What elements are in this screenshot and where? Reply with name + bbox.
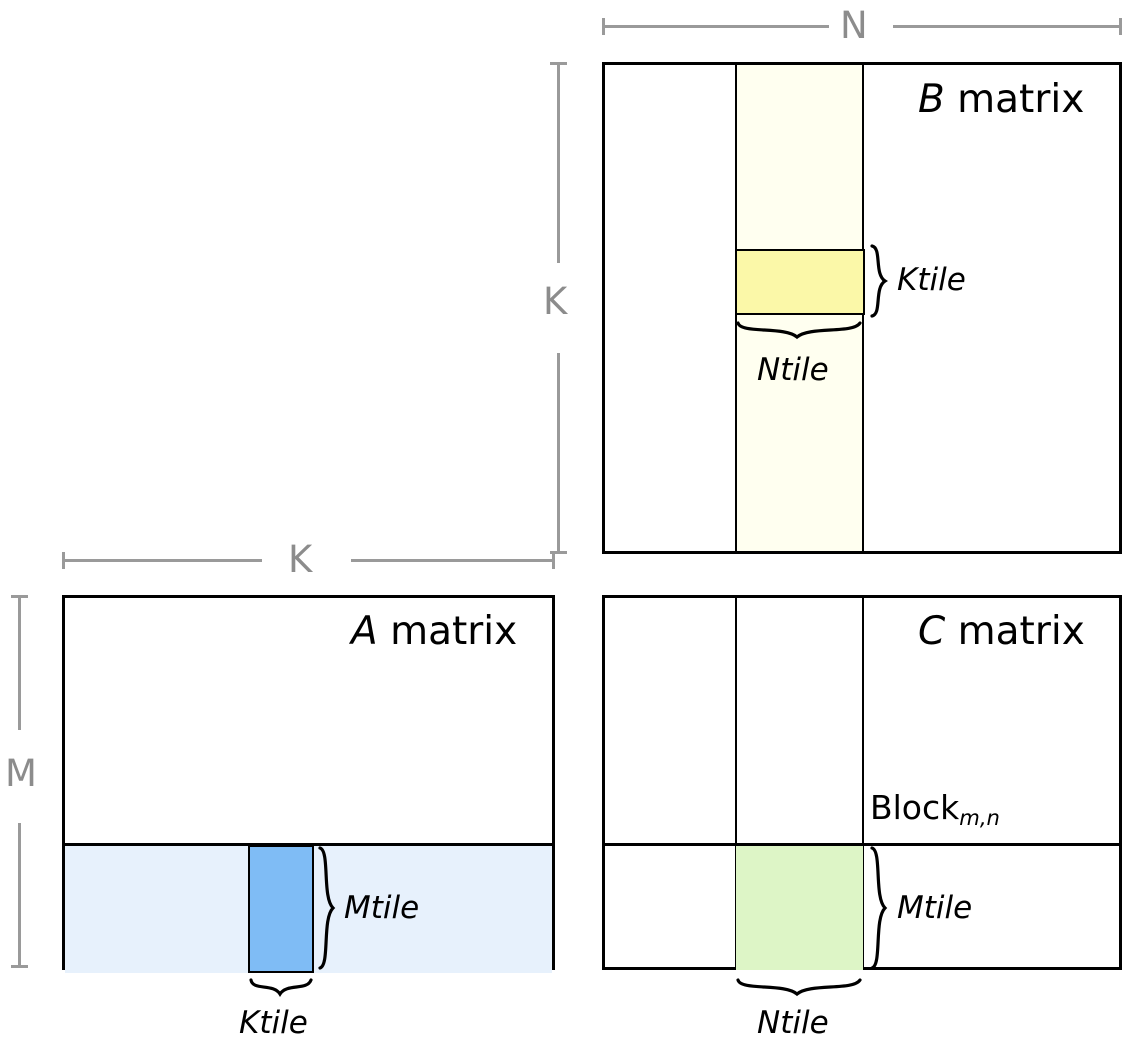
dimension-k-vertical-label: K xyxy=(543,280,568,323)
dimension-m-label: M xyxy=(5,752,37,795)
a-matrix xyxy=(62,595,555,973)
b-matrix-word: matrix xyxy=(957,77,1085,122)
a-matrix-label: A matrix xyxy=(351,612,517,651)
a-matrix-mtile-brace xyxy=(318,846,336,970)
dimension-k-horizontal-label: K xyxy=(288,538,313,581)
c-matrix-divider-right xyxy=(862,598,864,967)
b-matrix-label: B matrix xyxy=(918,80,1084,119)
dimension-k-horizontal-cap-right xyxy=(552,552,555,569)
a-matrix-tile xyxy=(248,845,314,973)
b-matrix-tile xyxy=(735,249,865,315)
c-matrix-ntile-brace xyxy=(736,978,862,997)
b-matrix-ktile-label: Ktile xyxy=(897,262,966,298)
block-label-text: Block xyxy=(870,788,960,827)
dimension-k-vertical-line-bottom xyxy=(557,353,560,554)
a-matrix-word: matrix xyxy=(390,609,518,654)
c-matrix-divider-horizontal xyxy=(605,843,1119,846)
a-matrix-mtile-label: Mtile xyxy=(344,890,420,926)
c-matrix-symbol: C xyxy=(918,609,946,654)
dimension-m-cap-bottom xyxy=(11,965,28,968)
block-label-subscript: m,n xyxy=(959,805,1000,831)
c-matrix-divider-left xyxy=(735,598,737,967)
dimension-m-line-top xyxy=(18,595,21,730)
a-matrix-ktile-label: Ktile xyxy=(239,1005,308,1041)
c-matrix-tile xyxy=(736,846,863,970)
a-matrix-symbol: A xyxy=(351,609,378,654)
a-matrix-divider-horizontal xyxy=(65,843,552,846)
dimension-k-vertical-line-top xyxy=(557,62,560,263)
b-matrix-symbol: B xyxy=(918,77,945,122)
dimension-k-horizontal-line-left xyxy=(62,559,262,562)
c-matrix-block-label: Blockm,n xyxy=(870,788,1000,828)
b-matrix-ktile-brace xyxy=(870,244,888,318)
b-matrix-ntile-brace xyxy=(736,321,862,340)
c-matrix-mtile-label: Mtile xyxy=(897,890,973,926)
dimension-k-vertical-cap-bottom xyxy=(550,551,567,554)
dimension-n-cap-right xyxy=(1119,18,1122,35)
a-matrix-ktile-brace xyxy=(249,978,313,997)
c-matrix-ntile-label: Ntile xyxy=(757,1005,829,1041)
dimension-n-label: N xyxy=(840,4,868,47)
c-matrix-label: C matrix xyxy=(918,612,1085,651)
dimension-n-line-right xyxy=(893,25,1120,28)
dimension-m-line-bottom xyxy=(18,823,21,968)
dimension-k-horizontal-line-right xyxy=(351,559,554,562)
b-matrix xyxy=(602,62,1122,554)
c-matrix-mtile-brace xyxy=(870,846,888,970)
c-matrix-word: matrix xyxy=(957,609,1085,654)
dimension-n-line-left xyxy=(602,25,829,28)
c-matrix xyxy=(602,595,1122,970)
b-matrix-ntile-label: Ntile xyxy=(757,352,829,388)
